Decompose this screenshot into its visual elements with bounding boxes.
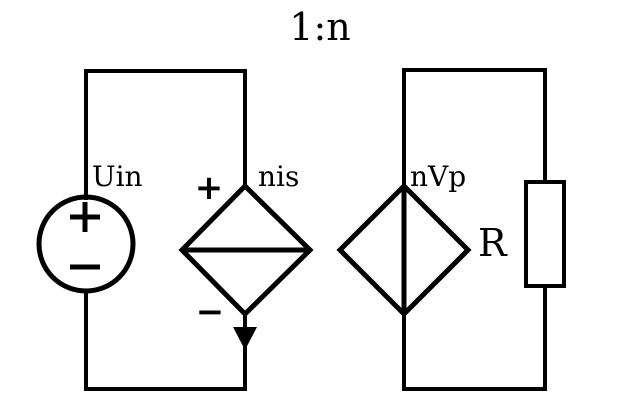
resistor-label-r: R [478, 221, 508, 265]
controlled-source-label-nis: nis [258, 160, 299, 193]
turns-ratio-label: 1:n [289, 5, 350, 49]
resistor-r [524, 180, 566, 288]
dependent-current-source [178, 182, 314, 350]
controlled-source-label-nvp: nVp [410, 160, 466, 193]
voltage-source [36, 178, 136, 294]
primary-top-wire [84, 69, 247, 202]
secondary-bottom-wire [402, 284, 547, 391]
current-direction-arrow-icon [233, 327, 257, 350]
primary-circuit: Uin + − nis [36, 69, 314, 391]
primary-minus-sign: − [196, 292, 225, 332]
primary-plus-sign: + [195, 168, 224, 208]
primary-bottom-wire [84, 288, 247, 391]
secondary-circuit: nVp R [336, 68, 566, 391]
source-label-uin: Uin [92, 160, 143, 193]
secondary-top-wire [402, 68, 547, 188]
dependent-voltage-source [336, 182, 472, 318]
